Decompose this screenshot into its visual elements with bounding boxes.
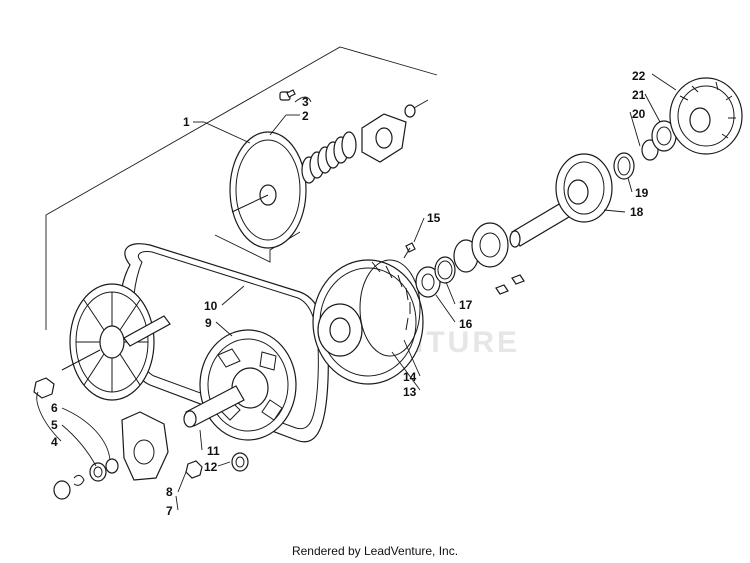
bolt-washer-part bbox=[279, 89, 296, 101]
callout-9: 9 bbox=[205, 316, 212, 330]
callout-5: 5 bbox=[51, 418, 58, 432]
cam-part bbox=[121, 411, 169, 481]
callout-20: 20 bbox=[632, 107, 646, 121]
callout-13: 13 bbox=[403, 385, 417, 399]
drive-shaft-flange-part bbox=[509, 153, 613, 248]
callout-3: 3 bbox=[302, 95, 309, 109]
callout-8: 8 bbox=[166, 485, 173, 499]
callout-7: 7 bbox=[166, 504, 173, 518]
callout-11: 11 bbox=[207, 444, 220, 458]
driven-fixed-sheave-part bbox=[61, 283, 171, 401]
callout-21: 21 bbox=[632, 88, 646, 102]
clutch-shaft-part bbox=[183, 385, 245, 428]
hex-bolts-part bbox=[495, 274, 525, 295]
callout-14: 14 bbox=[403, 370, 417, 384]
callout-4: 4 bbox=[51, 435, 58, 449]
callout-19: 19 bbox=[635, 186, 649, 200]
callout-15: 15 bbox=[427, 211, 441, 225]
leader-lines bbox=[36, 73, 677, 511]
footer-credit: Rendered by LeadVenture, Inc. bbox=[291, 544, 459, 558]
moveable-sheave-part bbox=[229, 131, 307, 249]
callout-22: 22 bbox=[632, 69, 646, 83]
callout-1: 1 bbox=[183, 115, 190, 129]
one-way-bearing-part bbox=[453, 222, 509, 273]
callout-18: 18 bbox=[630, 205, 644, 219]
bearing-part bbox=[641, 120, 677, 161]
callout-17: 17 bbox=[459, 298, 473, 312]
snap-ring-part bbox=[613, 152, 635, 180]
drive-clutch-assembly-part bbox=[312, 259, 424, 385]
clutch-housing-part bbox=[669, 77, 743, 155]
bearing-ring-part bbox=[415, 256, 456, 298]
callout-2: 2 bbox=[302, 109, 309, 123]
circlip-part bbox=[53, 474, 85, 500]
driven-moveable-sheave-part bbox=[199, 329, 297, 441]
spider-cam-part bbox=[361, 99, 429, 163]
callout-6: 6 bbox=[51, 401, 58, 415]
bolt-part bbox=[403, 242, 416, 259]
callout-16: 16 bbox=[459, 317, 473, 331]
roller-parts bbox=[185, 452, 249, 479]
spring-part bbox=[301, 131, 357, 184]
callout-12: 12 bbox=[204, 460, 218, 474]
callout-10: 10 bbox=[204, 299, 218, 313]
nut-washer-part bbox=[33, 377, 119, 482]
